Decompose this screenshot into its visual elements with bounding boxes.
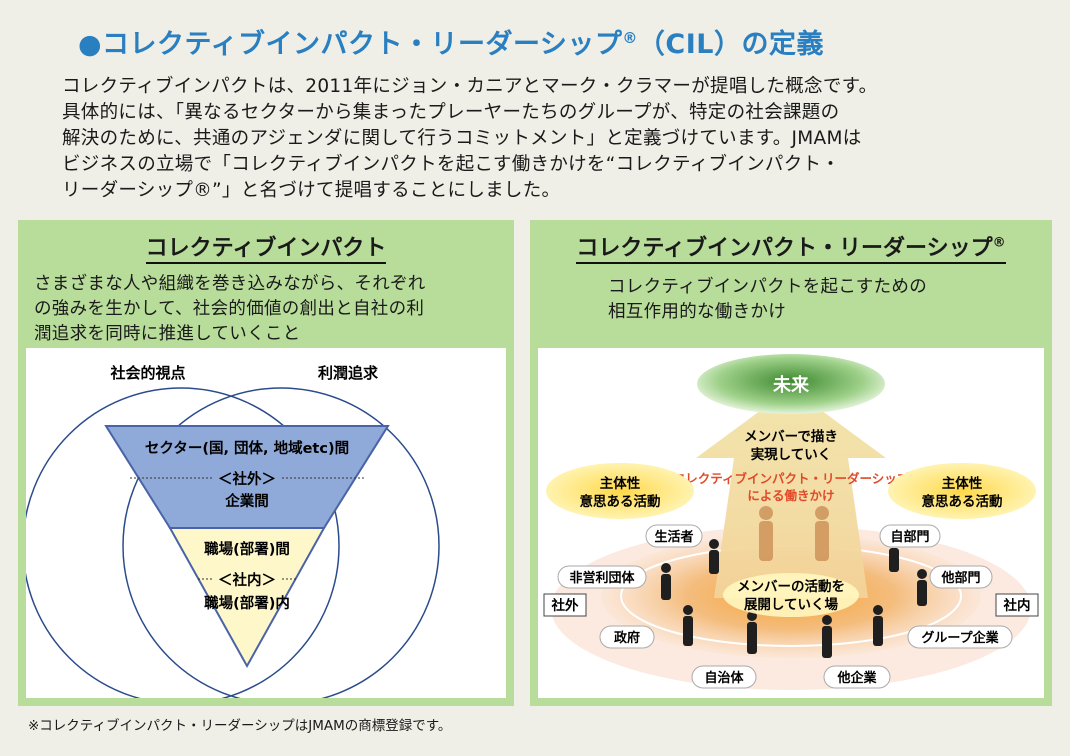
svg-text:他部門: 他部門 <box>940 570 980 586</box>
upward-arrow <box>696 388 886 598</box>
node-nonprofit: 非営利団体 <box>557 565 647 589</box>
svg-text:他企業: 他企業 <box>836 670 877 686</box>
left-proactive-bubble <box>546 463 694 519</box>
left-panel-description: さまざまな人や組織を巻き込みながら、それぞれ の強みを生かして、社会的価値の創出… <box>34 274 426 344</box>
svg-text:社外: 社外 <box>551 597 580 614</box>
future-label: 未来 <box>773 375 810 396</box>
inside-label: 社内 <box>995 593 1039 617</box>
label-within-department: 職場(部署)内 <box>204 594 290 612</box>
left-bubble-line-2: 意思ある活動 <box>580 493 661 510</box>
cil-diagram: 未来 メンバーで描き 実現していく コレクティブインパクト・リーダーシップ によ… <box>543 354 1039 690</box>
label-social-viewpoint: 社会的視点 <box>109 364 185 382</box>
node-consumer: 生活者 <box>645 524 703 548</box>
right-proactive-bubble <box>888 463 1036 519</box>
svg-text:政府: 政府 <box>614 630 640 646</box>
label-sector: セクター(国, 団体, 地域etc)間 <box>145 439 349 457</box>
trademark-footnote: ※コレクティブインパクト・リーダーシップはJMAMの商標登録です。 <box>28 718 452 734</box>
collective-impact-panel: コレクティブインパクト さまざまな人や組織を巻き込みながら、それぞれ の強みを生… <box>18 220 514 706</box>
outside-label: 社外 <box>543 593 587 617</box>
arrow-label-1: メンバーで描き <box>744 428 838 445</box>
venn-triangle-diagram: 社会的視点 利潤追求 セクター(国, 団体, 地域etc)間 ＜社外＞ 企業間 … <box>26 360 440 698</box>
node-other-department: 他部門 <box>929 565 993 589</box>
page-title: ●コレクティブインパクト・リーダーシップ®（CIL）の定義 <box>78 29 824 60</box>
node-government: 政府 <box>599 625 655 649</box>
people-silhouettes <box>661 537 927 658</box>
svg-text:自治体: 自治体 <box>704 670 744 686</box>
svg-text:生活者: 生活者 <box>654 529 693 545</box>
left-panel-heading: コレクティブインパクト <box>18 230 514 264</box>
svg-text:自部門: 自部門 <box>890 529 929 545</box>
node-group-company: グループ企業 <box>907 625 1013 649</box>
label-external: ＜社外＞ <box>218 470 276 488</box>
cil-label-1: コレクティブインパクト・リーダーシップ <box>673 471 910 486</box>
faded-people <box>759 506 829 561</box>
node-municipality: 自治体 <box>691 665 757 689</box>
cil-label-2: による働きかけ <box>747 488 834 503</box>
venn-diagram-area: 社会的視点 利潤追求 セクター(国, 団体, 地域etc)間 ＜社外＞ 企業間 … <box>26 348 506 698</box>
center-label-2: 展開していく場 <box>744 596 839 613</box>
svg-text:グループ企業: グループ企業 <box>921 630 999 646</box>
svg-text:社内: 社内 <box>1003 597 1031 614</box>
triangle-lower-section <box>168 527 326 669</box>
left-bubble-line-1: 主体性 <box>600 475 641 492</box>
arrow-label-2: 実現していく <box>751 446 832 463</box>
label-profit-pursuit: 利潤追求 <box>318 364 379 382</box>
label-inter-company: 企業間 <box>224 492 269 510</box>
node-own-department: 自部門 <box>879 524 941 548</box>
venn-circle-social <box>26 387 340 698</box>
node-other-company: 他企業 <box>823 665 891 689</box>
svg-text:非営利団体: 非営利団体 <box>569 570 635 586</box>
label-internal: ＜社内＞ <box>218 571 276 589</box>
cil-diagram-area: 未来 メンバーで描き 実現していく コレクティブインパクト・リーダーシップ によ… <box>538 348 1044 698</box>
future-glow <box>697 354 885 414</box>
right-panel-heading: コレクティブインパクト・リーダーシップ® <box>530 230 1052 264</box>
center-label-1: メンバーの活動を <box>737 578 845 595</box>
right-panel-description: コレクティブインパクトを起こすための 相互作用的な働きかけ <box>608 277 927 322</box>
right-bubble-line-1: 主体性 <box>942 475 983 492</box>
cil-panel: コレクティブインパクト・リーダーシップ® コレクティブインパクトを起こすための … <box>530 220 1052 706</box>
venn-circle-profit <box>122 387 440 698</box>
right-bubble-line-2: 意思ある活動 <box>922 493 1003 510</box>
center-field-glow <box>723 573 859 617</box>
label-between-departments: 職場(部署)間 <box>204 540 290 558</box>
intro-text: コレクティブインパクトは、2011年にジョン・カニアとマーク・クラマーが提唱した… <box>62 76 878 201</box>
